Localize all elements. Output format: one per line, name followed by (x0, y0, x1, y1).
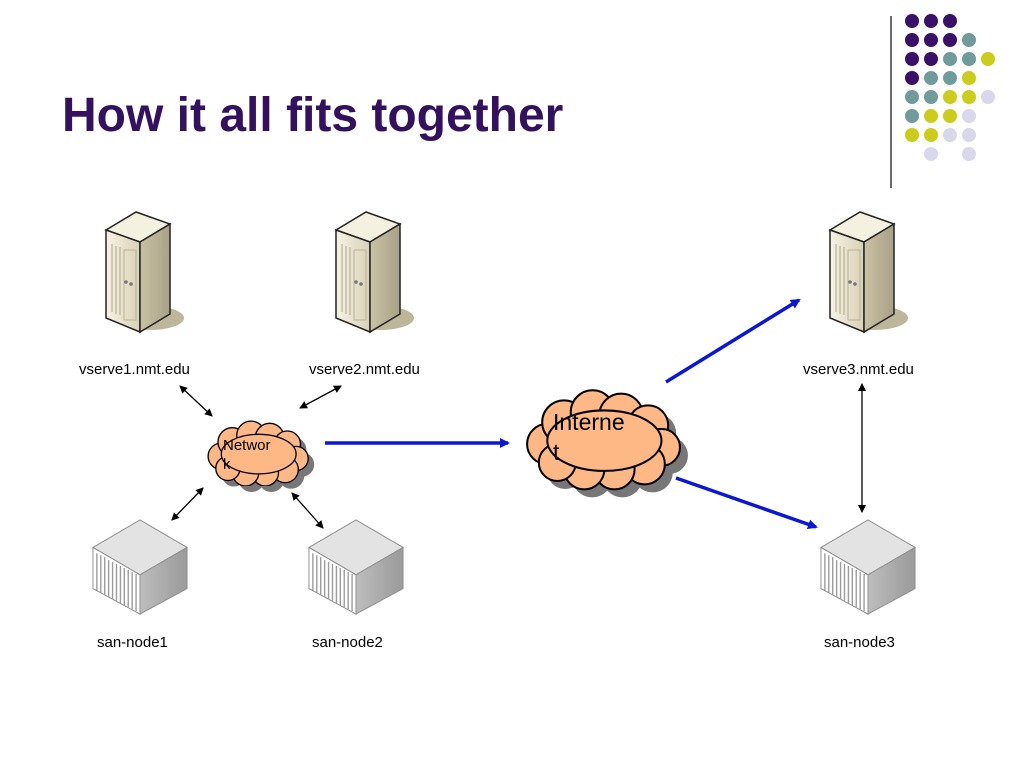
decorative-dot (943, 128, 957, 142)
storage-label-san-node3: san-node3 (824, 634, 895, 651)
internet-cloud-line1: Interne (553, 409, 625, 435)
server-icon-vserve1 (105, 211, 185, 333)
decorative-dot (924, 128, 938, 142)
decorative-dot (962, 109, 976, 123)
decorative-dot (924, 90, 938, 104)
server-icon-vserve2 (335, 211, 415, 333)
storage-icon-san-node3 (820, 519, 916, 615)
decorative-dot (943, 109, 957, 123)
decorative-dot (905, 71, 919, 85)
decorative-dot (924, 33, 938, 47)
decorative-dot (943, 71, 957, 85)
network-cloud-line1: Networ (223, 437, 271, 454)
storage-icon-san-node2 (308, 519, 404, 615)
decorative-dot (905, 109, 919, 123)
link-arrow-network-san2 (291, 492, 324, 529)
decorative-dot (905, 14, 919, 28)
decorative-dot (924, 52, 938, 66)
server-icon-vserve3 (829, 211, 909, 333)
decorative-dot (943, 14, 957, 28)
network-cloud-line2: k (223, 455, 231, 473)
network-cloud-label: Networ k (223, 437, 271, 475)
decorative-dot (924, 71, 938, 85)
decorative-dot (943, 90, 957, 104)
link-arrow-vserve2-network (299, 385, 342, 409)
decorative-dot (962, 128, 976, 142)
decorative-dot (962, 147, 976, 161)
decorative-dot (962, 52, 976, 66)
decorative-dot (905, 33, 919, 47)
server-label-vserve3: vserve3.nmt.edu (803, 361, 914, 378)
blue-arrow-internet-vserve3 (665, 298, 801, 384)
link-arrow-network-san1 (171, 487, 204, 521)
decorative-dot (924, 147, 938, 161)
decorative-dot (981, 90, 995, 104)
decorative-dot (943, 33, 957, 47)
decorative-dot (962, 33, 976, 47)
decorative-dot (924, 109, 938, 123)
title-divider (890, 16, 892, 188)
internet-cloud-line2: t (553, 438, 560, 465)
decorative-dot (962, 71, 976, 85)
page-title: How it all fits together (62, 89, 564, 142)
storage-icon-san-node1 (92, 519, 188, 615)
decorative-dot (924, 14, 938, 28)
server-label-vserve2: vserve2.nmt.edu (309, 361, 420, 378)
decorative-dot (905, 90, 919, 104)
storage-label-san-node1: san-node1 (97, 634, 168, 651)
decorative-dot (943, 52, 957, 66)
decorative-dot (962, 90, 976, 104)
decorative-dot (905, 128, 919, 142)
link-arrow-vserve1-network (179, 385, 213, 417)
storage-label-san-node2: san-node2 (312, 634, 383, 651)
decorative-dot (981, 52, 995, 66)
blue-arrow-internet-san3 (675, 476, 818, 530)
decorative-dot-grid (905, 14, 1015, 164)
decorative-dot (905, 52, 919, 66)
server-label-vserve1: vserve1.nmt.edu (79, 361, 190, 378)
internet-cloud-label: Interne t (553, 408, 625, 468)
